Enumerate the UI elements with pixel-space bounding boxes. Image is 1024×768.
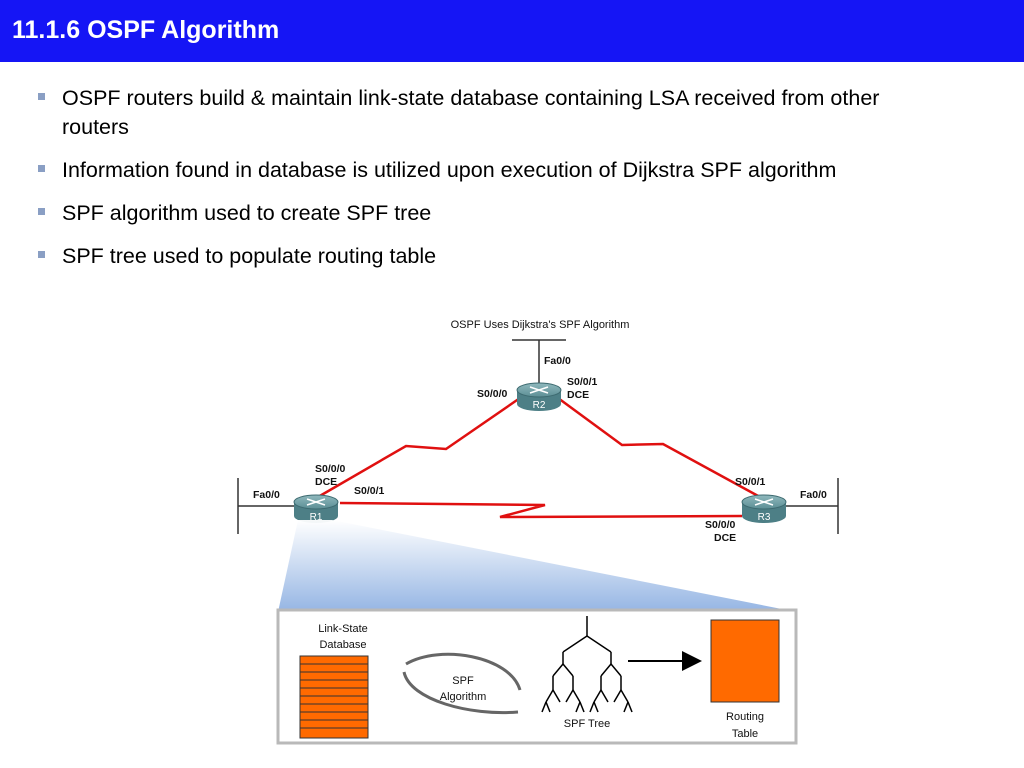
r2-s001-label: S0/0/1 — [567, 376, 598, 388]
spf-tree-label: SPF Tree — [564, 718, 610, 730]
routing-table-label-line2: Table — [732, 728, 758, 740]
bullet-item: OSPF routers build & maintain link-state… — [36, 84, 936, 142]
serial-link-r1-r3 — [339, 501, 743, 519]
r3-s000-label: S0/0/0 — [705, 519, 736, 531]
r2-fa-label: Fa0/0 — [544, 355, 571, 367]
bullet-item: SPF algorithm used to create SPF tree — [36, 199, 936, 228]
bullet-text: SPF tree used to populate routing table — [62, 244, 437, 268]
title-bar: 11.1.6 OSPF Algorithm — [0, 0, 1024, 62]
r1-s000-label: S0/0/0 — [315, 463, 346, 475]
slide-title: 11.1.6 OSPF Algorithm — [12, 16, 280, 44]
lsdb-label-line1: Link-State — [318, 623, 368, 635]
router-r3: R3 — [741, 494, 787, 523]
bullet-text: Information found in database is utilize… — [62, 158, 837, 182]
link-state-database-icon — [299, 655, 369, 739]
spf-tree-icon — [541, 616, 633, 713]
bullet-square-icon — [38, 93, 45, 100]
serial-link-r1-r2 — [317, 396, 521, 499]
router-r1: R1 — [293, 494, 339, 523]
diagram-title: OSPF Uses Dijkstra's SPF Algorithm — [451, 319, 630, 331]
r2-dce-label: DCE — [567, 389, 589, 401]
router-r2-label: R2 — [533, 400, 546, 411]
router-r3-label: R3 — [758, 512, 771, 523]
routing-table-label-line1: Routing — [726, 711, 764, 723]
spf-label-line1: SPF — [452, 675, 474, 687]
router-r2: R2 — [516, 382, 562, 411]
bullet-item: Information found in database is utilize… — [36, 156, 936, 185]
r1-fa-label: Fa0/0 — [253, 489, 280, 501]
zoom-beam — [278, 520, 797, 612]
lsdb-label-line2: Database — [319, 639, 366, 651]
bullet-square-icon — [38, 251, 45, 258]
bullet-square-icon — [38, 208, 45, 215]
r3-s001-label: S0/0/1 — [735, 476, 766, 488]
r1-s001-label: S0/0/1 — [354, 485, 385, 497]
router-r1-label: R1 — [310, 512, 323, 523]
r1-dce-label: DCE — [315, 476, 337, 488]
spf-algorithm-icon — [402, 652, 522, 715]
serial-link-r2-r3 — [557, 396, 761, 499]
bullet-text: OSPF routers build & maintain link-state… — [62, 86, 880, 139]
bullet-item: SPF tree used to populate routing table — [36, 242, 936, 271]
bullet-text: SPF algorithm used to create SPF tree — [62, 201, 432, 225]
routing-table-icon — [710, 619, 780, 703]
r3-dce-label: DCE — [714, 532, 736, 544]
bullet-list: OSPF routers build & maintain link-state… — [36, 84, 936, 285]
bullet-square-icon — [38, 165, 45, 172]
spf-label-line2: Algorithm — [440, 691, 486, 703]
r3-fa-label: Fa0/0 — [800, 489, 827, 501]
r2-s000-label: S0/0/0 — [477, 388, 508, 400]
